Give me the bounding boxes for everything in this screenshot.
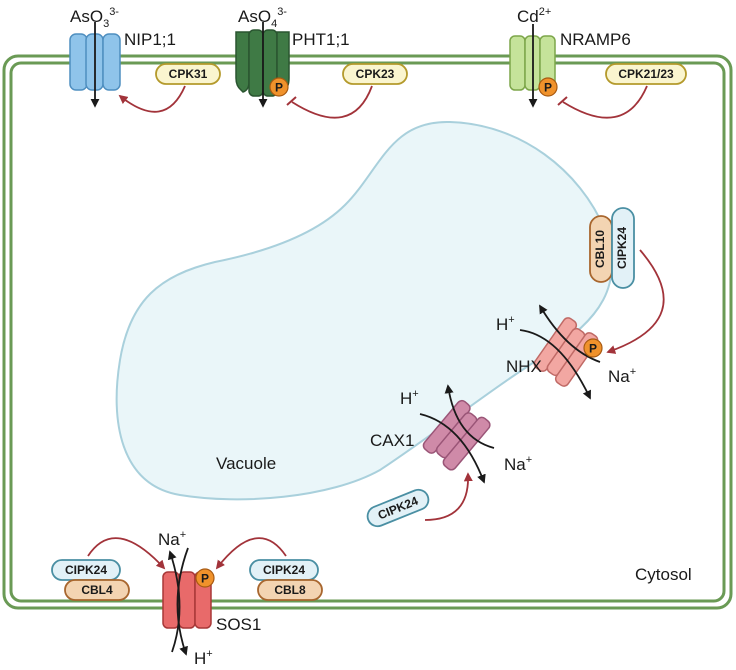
phospho-badge-nhx: P: [583, 338, 603, 358]
cbl4-sos1-activation-arrow: [87, 537, 166, 570]
phospho-badge-pht1: P: [269, 77, 289, 97]
nip1-label: NIP1;1: [124, 30, 176, 49]
svg-text:CBL4: CBL4: [81, 583, 113, 597]
cipk24-nhx-activation-arrow: [606, 249, 665, 354]
cd-ion-label: Cd2+: [517, 6, 551, 26]
cax1-hplus-label: H+: [400, 388, 419, 408]
svg-text:P: P: [201, 572, 209, 586]
cpk23-inhibition-line: [291, 85, 373, 119]
cytosol-label: Cytosol: [635, 565, 692, 584]
sos1-hplus-label: H+: [194, 648, 213, 668]
cipk24-cax1-activation-arrow: [424, 472, 473, 521]
pht1-label: PHT1;1: [292, 30, 350, 49]
cipk24-vacuole-pill: CIPK24: [611, 207, 635, 289]
svg-text:CPK31: CPK31: [169, 67, 208, 81]
sos1-transporter: [162, 571, 212, 629]
aso4-ion-label: AsO43-: [238, 6, 287, 30]
cipk24-cbl4-complex: CIPK24 CBL4: [51, 559, 130, 601]
svg-text:CIPK24: CIPK24: [65, 563, 107, 577]
vacuole-shape: [115, 120, 613, 501]
nhx-label: NHX: [506, 357, 542, 376]
vacuole-label: Vacuole: [216, 454, 276, 473]
cpk31-activation-arrow: [118, 85, 186, 113]
aso3-ion-label: AsO33-: [70, 6, 119, 30]
cpk21-23-inhibition-line: [562, 85, 648, 119]
cpk23-pill: CPK23: [342, 63, 408, 85]
svg-text:P: P: [275, 81, 283, 95]
phospho-badge-sos1: P: [195, 568, 215, 588]
cipk24-cax1-pill: CIPK24: [366, 488, 430, 528]
cpk31-pill: CPK31: [155, 63, 221, 85]
svg-text:CBL8: CBL8: [274, 583, 306, 597]
cax1-label: CAX1: [370, 431, 414, 450]
nramp6-transporter: [509, 24, 556, 108]
svg-text:P: P: [544, 81, 552, 95]
nip1-transporter: [69, 22, 121, 108]
sos1-naplus-label: Na+: [158, 529, 186, 549]
cipk24-cbl8-complex: CIPK24 CBL8: [249, 559, 323, 601]
svg-text:P: P: [589, 342, 597, 356]
nramp6-label: NRAMP6: [560, 30, 631, 49]
cpk21-23-pill: CPK21/23: [605, 63, 687, 85]
phospho-badge-nramp6: P: [538, 77, 558, 97]
sos1-label: SOS1: [216, 615, 261, 634]
cbl10-pill: CBL10: [589, 215, 613, 283]
svg-text:CIPK24: CIPK24: [263, 563, 305, 577]
nhx-naplus-label: Na+: [608, 366, 636, 386]
svg-text:CBL10: CBL10: [593, 230, 607, 268]
nhx-hplus-label: H+: [496, 314, 515, 334]
svg-text:CIPK24: CIPK24: [615, 227, 629, 269]
cbl8-sos1-activation-arrow: [215, 537, 287, 570]
cax1-naplus-label: Na+: [504, 454, 532, 474]
svg-text:CPK23: CPK23: [356, 67, 395, 81]
svg-text:CPK21/23: CPK21/23: [618, 67, 674, 81]
plasma-membrane-inner: [9, 61, 726, 603]
plasma-membrane-outer: [2, 54, 733, 610]
